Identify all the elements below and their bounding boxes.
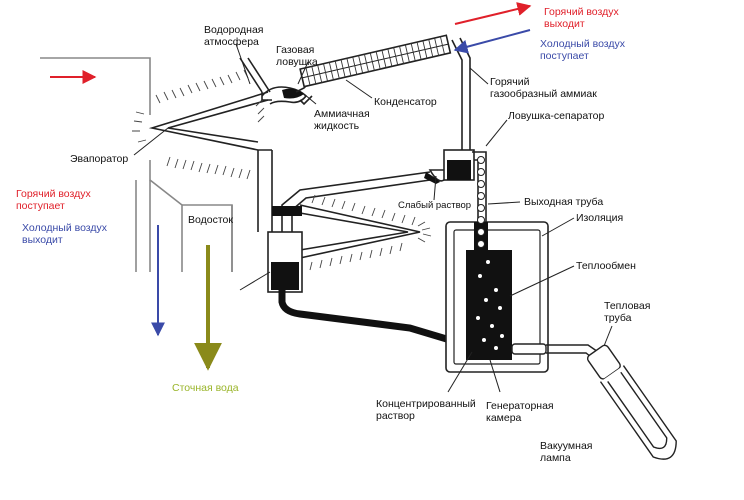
label-evaporator: Эвапоратор	[70, 153, 129, 165]
absorber-fins	[309, 194, 432, 271]
hydrogen-pipe	[239, 57, 272, 101]
ammonia-riser	[451, 37, 471, 160]
condenser	[299, 34, 452, 88]
absorber	[272, 204, 421, 259]
label-weak-solution: Слабый раствор	[398, 200, 472, 211]
evaporator-fins	[132, 69, 265, 180]
cold-air-in-arrow	[453, 29, 531, 54]
cabinet-outline	[40, 57, 233, 272]
label-heat-pipe: Тепловая труба	[604, 300, 651, 324]
label-insulation: Изоляция	[576, 212, 624, 224]
label-generator-chamber: Генераторная камера	[486, 400, 554, 424]
label-separator-trap: Ловушка-сепаратор	[508, 110, 605, 122]
label-hydrogen-atmosphere: Водородная атмосфера	[204, 24, 264, 48]
evaporator	[148, 91, 273, 232]
label-hot-air-in: Горячий воздух поступает	[16, 188, 91, 212]
vacuum-lamp	[586, 344, 677, 460]
weak-solution-pipe	[281, 169, 445, 232]
label-hot-ammonia-gas: Горячий газообразный аммиак	[490, 76, 597, 100]
label-outlet-tube: Выходная труба	[524, 196, 604, 208]
absorber-vessel	[267, 231, 303, 293]
label-vacuum-lamp: Вакуумная лампа	[540, 440, 593, 464]
label-gas-trap: Газовая ловушка	[276, 44, 318, 68]
separator-trap	[443, 149, 487, 222]
label-ammonia-liquid: Аммиачная жидкость	[314, 108, 370, 132]
label-cold-air-in: Холодный воздух поступает	[540, 38, 625, 62]
label-waste-water: Сточная вода	[172, 382, 239, 394]
label-cold-air-out: Холодный воздух выходит	[22, 222, 107, 246]
bubbles	[476, 156, 504, 350]
leader-lines	[133, 43, 613, 393]
concentrated-solution-pipe	[278, 290, 472, 350]
label-condenser: Конденсатор	[374, 96, 437, 108]
hot-air-out-arrow	[454, 2, 532, 25]
label-concentrated-solution: Концентрированный раствор	[376, 398, 476, 422]
label-heat-exchanger: Теплообмен	[576, 260, 636, 272]
label-drain: Водосток	[188, 214, 233, 226]
label-hot-air-out: Горячий воздух выходит	[544, 6, 619, 30]
